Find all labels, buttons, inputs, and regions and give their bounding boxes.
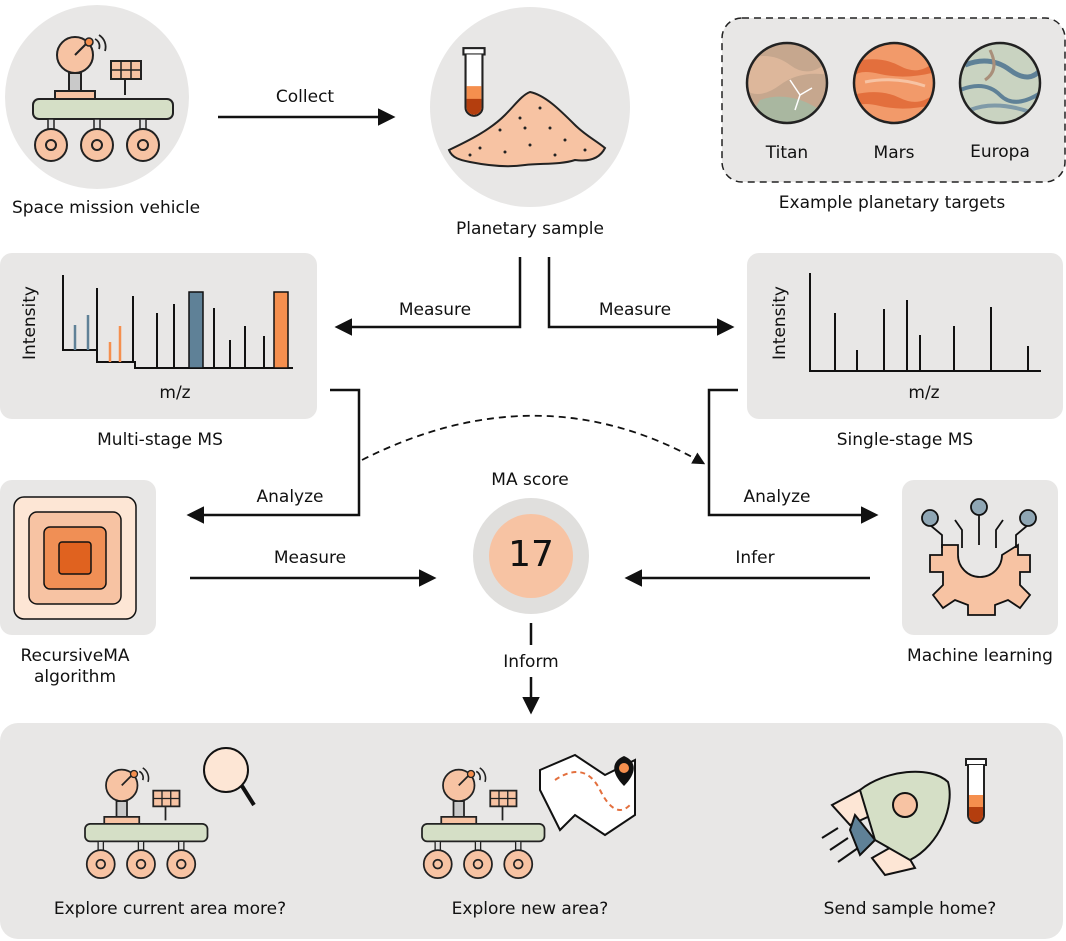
analyze-right-arrow (707, 388, 879, 524)
measure-bottom-label: Measure (273, 548, 347, 568)
infer-label: Infer (735, 548, 775, 568)
multi-ms-ylabel: Intensity (20, 286, 40, 360)
analyze-right-label: Analyze (743, 487, 811, 507)
multi-ms-highlights (73, 291, 289, 369)
test-tube-icon (965, 758, 987, 824)
explore-current-label: Explore current area more? (53, 899, 287, 919)
single-ms-xlabel: m/z (908, 383, 940, 403)
ml-label: Machine learning (907, 646, 1053, 666)
mars-label: Mars (873, 143, 915, 163)
rover-icon (421, 766, 546, 880)
collect-label: Collect (275, 87, 335, 107)
analyze-left-label: Analyze (256, 487, 324, 507)
multi-ms-label: Multi-stage MS (97, 430, 223, 450)
single-ms-label: Single-stage MS (836, 430, 974, 450)
dashed-arrow (361, 414, 706, 465)
vehicle-label: Space mission vehicle (11, 198, 201, 218)
test-tube-icon (462, 47, 486, 117)
measure-right-arrow (547, 257, 735, 336)
sand-pile-icon (447, 90, 607, 168)
explore-new-label: Explore new area? (451, 899, 609, 919)
measure-left-arrow (334, 257, 522, 336)
rocket-icon (821, 770, 951, 877)
analyze-left-arrow (186, 388, 361, 524)
sample-label: Planetary sample (456, 219, 604, 239)
measure-left-label: Measure (398, 300, 472, 320)
multi-ms-plot (62, 275, 293, 369)
ma-score-circle (489, 514, 573, 598)
recursive-label-1: RecursiveMA (20, 646, 130, 666)
multi-ms-xlabel: m/z (159, 383, 191, 403)
ma-score-title: MA score (491, 470, 569, 490)
titan-icon (747, 43, 827, 123)
europa-label: Europa (970, 142, 1030, 162)
europa-icon (960, 43, 1040, 123)
inform-label: Inform (503, 652, 559, 672)
rover-icon (84, 766, 209, 880)
recursive-label-2: algorithm (33, 667, 117, 687)
gear-network-icon (921, 498, 1037, 616)
square-spiral-icon (13, 496, 137, 620)
magnifier-icon (203, 747, 256, 807)
measure-right-label: Measure (598, 300, 672, 320)
single-ms-plot (809, 273, 1041, 372)
targets-caption: Example planetary targets (778, 193, 1006, 213)
ma-score-value: 17 (508, 534, 554, 575)
single-ms-ylabel: Intensity (770, 286, 790, 360)
titan-label: Titan (765, 143, 809, 163)
send-home-label: Send sample home? (823, 899, 997, 919)
mars-icon (854, 43, 934, 123)
sand-specks (468, 106, 587, 157)
single-ms-panel (747, 253, 1063, 419)
map-pin-icon (539, 753, 636, 837)
